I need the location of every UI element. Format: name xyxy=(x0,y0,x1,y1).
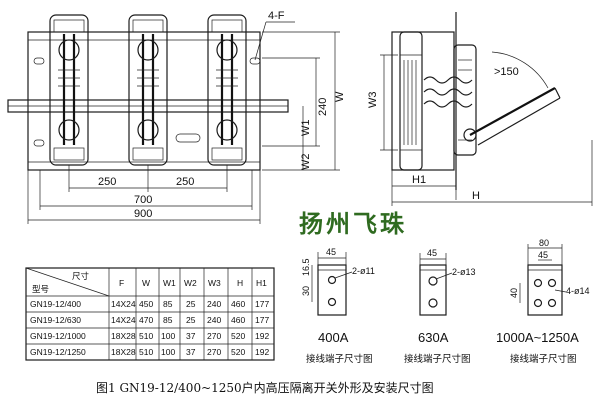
hole-spec: 4-ø14 xyxy=(566,286,590,296)
table-cell: 14X24 xyxy=(111,299,136,309)
dim-40: 40 xyxy=(509,288,519,298)
table-cell: 240 xyxy=(207,315,221,325)
dim-w3: W3 xyxy=(367,92,379,109)
col-header: W xyxy=(142,278,150,288)
figure-caption: 图1 GN19-12/400~1250户内高压隔离开关外形及安装尺寸图 xyxy=(96,380,434,395)
dim-30: 30 xyxy=(301,286,311,296)
table-header-size: 尺寸 xyxy=(72,271,90,281)
table-cell: 100 xyxy=(161,331,175,341)
dim-w1: W1 xyxy=(300,120,312,137)
table-cell: 460 xyxy=(231,299,245,309)
brand-watermark: 扬州飞珠 xyxy=(299,209,407,238)
table-cell: 270 xyxy=(207,347,221,357)
row-model: GN19-12/630 xyxy=(30,315,81,325)
dim-h1: H1 xyxy=(412,174,426,186)
dim-250-left: 250 xyxy=(98,176,116,188)
side-view: >150 W3 H1 H xyxy=(367,12,593,206)
dim-45: 45 xyxy=(326,247,336,257)
table-cell: 520 xyxy=(231,331,245,341)
terminal-1000a-1250a: 80 45 40 4-ø14 1000A~1250A 接线端子尺寸图 xyxy=(496,238,590,365)
table-cell: 192 xyxy=(255,347,269,357)
pole-3 xyxy=(207,14,247,166)
dim-80: 80 xyxy=(539,238,549,248)
row-model: GN19-12/400 xyxy=(30,299,81,309)
table-cell: 510 xyxy=(139,331,153,341)
amp-rating: 630A xyxy=(418,330,449,345)
terminal-caption: 接线端子尺寸图 xyxy=(306,353,373,365)
dim-16-5: 16.5 xyxy=(301,258,311,276)
hole-spec: 2-ø11 xyxy=(352,266,375,276)
table-cell: 25 xyxy=(186,299,196,309)
terminal-caption: 接线端子尺寸图 xyxy=(404,353,471,365)
amp-rating: 400A xyxy=(318,330,349,345)
table-cell: 192 xyxy=(255,331,269,341)
dim-w2: W2 xyxy=(300,154,312,171)
dim-h: H xyxy=(472,190,480,202)
dim-900: 900 xyxy=(134,208,152,220)
pole-1 xyxy=(49,14,89,166)
terminal-caption: 接线端子尺寸图 xyxy=(510,353,577,365)
table-cell: 470 xyxy=(139,315,153,325)
dim-w: W xyxy=(334,91,346,102)
front-view: 4-F W 240 W1 W2 250 250 700 900 xyxy=(7,10,346,224)
dim-240: 240 xyxy=(317,98,329,116)
table-cell: 25 xyxy=(186,315,196,325)
col-header: H1 xyxy=(256,278,267,288)
table-cell: 100 xyxy=(161,347,175,357)
col-header: W1 xyxy=(163,278,176,288)
spring xyxy=(423,76,473,84)
pole-2 xyxy=(128,14,168,166)
table-header-model: 型号 xyxy=(32,284,49,294)
table-cell: 270 xyxy=(207,331,221,341)
mounting-slot xyxy=(175,133,201,143)
dim-45: 45 xyxy=(427,248,437,258)
table-cell: 460 xyxy=(231,315,245,325)
pivot-icon xyxy=(463,128,477,142)
table-cell: 510 xyxy=(139,347,153,357)
row-model: GN19-12/1250 xyxy=(30,347,86,357)
amp-rating: 1000A~1250A xyxy=(496,330,579,345)
table-cell: 18X28 xyxy=(111,347,136,357)
side-base xyxy=(391,31,455,171)
label-4f: 4-F xyxy=(268,10,285,22)
dim-150: >150 xyxy=(494,66,519,78)
table-cell: 520 xyxy=(231,347,245,357)
blade-arm xyxy=(469,87,556,136)
hole-spec: 2-ø13 xyxy=(452,267,476,277)
table-cell: 450 xyxy=(139,299,153,309)
table-cell: 177 xyxy=(255,315,269,325)
dim-45: 45 xyxy=(538,250,548,260)
table-cell: 177 xyxy=(255,299,269,309)
col-header: W3 xyxy=(208,278,221,288)
table-cell: 37 xyxy=(186,347,196,357)
table-cell: 240 xyxy=(207,299,221,309)
table-cell: 85 xyxy=(163,299,173,309)
col-header: F xyxy=(119,278,124,288)
col-header: H xyxy=(237,278,243,288)
col-header: W2 xyxy=(184,278,197,288)
dim-700: 700 xyxy=(134,194,152,206)
terminal-630a: 45 2-ø13 630A 接线端子尺寸图 xyxy=(404,248,476,365)
table-cell: 85 xyxy=(163,315,173,325)
row-model: GN19-12/1000 xyxy=(30,331,86,341)
table-cell: 14X24 xyxy=(111,315,136,325)
dim-250-right: 250 xyxy=(176,176,194,188)
dimension-table: 尺寸 型号 F W W1 W2 W3 H H1 GN19-12/400 14X2… xyxy=(25,267,275,361)
terminal-400a: 45 16.5 30 2-ø11 400A 接线端子尺寸图 xyxy=(301,247,375,365)
table-cell: 18X28 xyxy=(111,331,136,341)
table-cell: 37 xyxy=(186,331,196,341)
